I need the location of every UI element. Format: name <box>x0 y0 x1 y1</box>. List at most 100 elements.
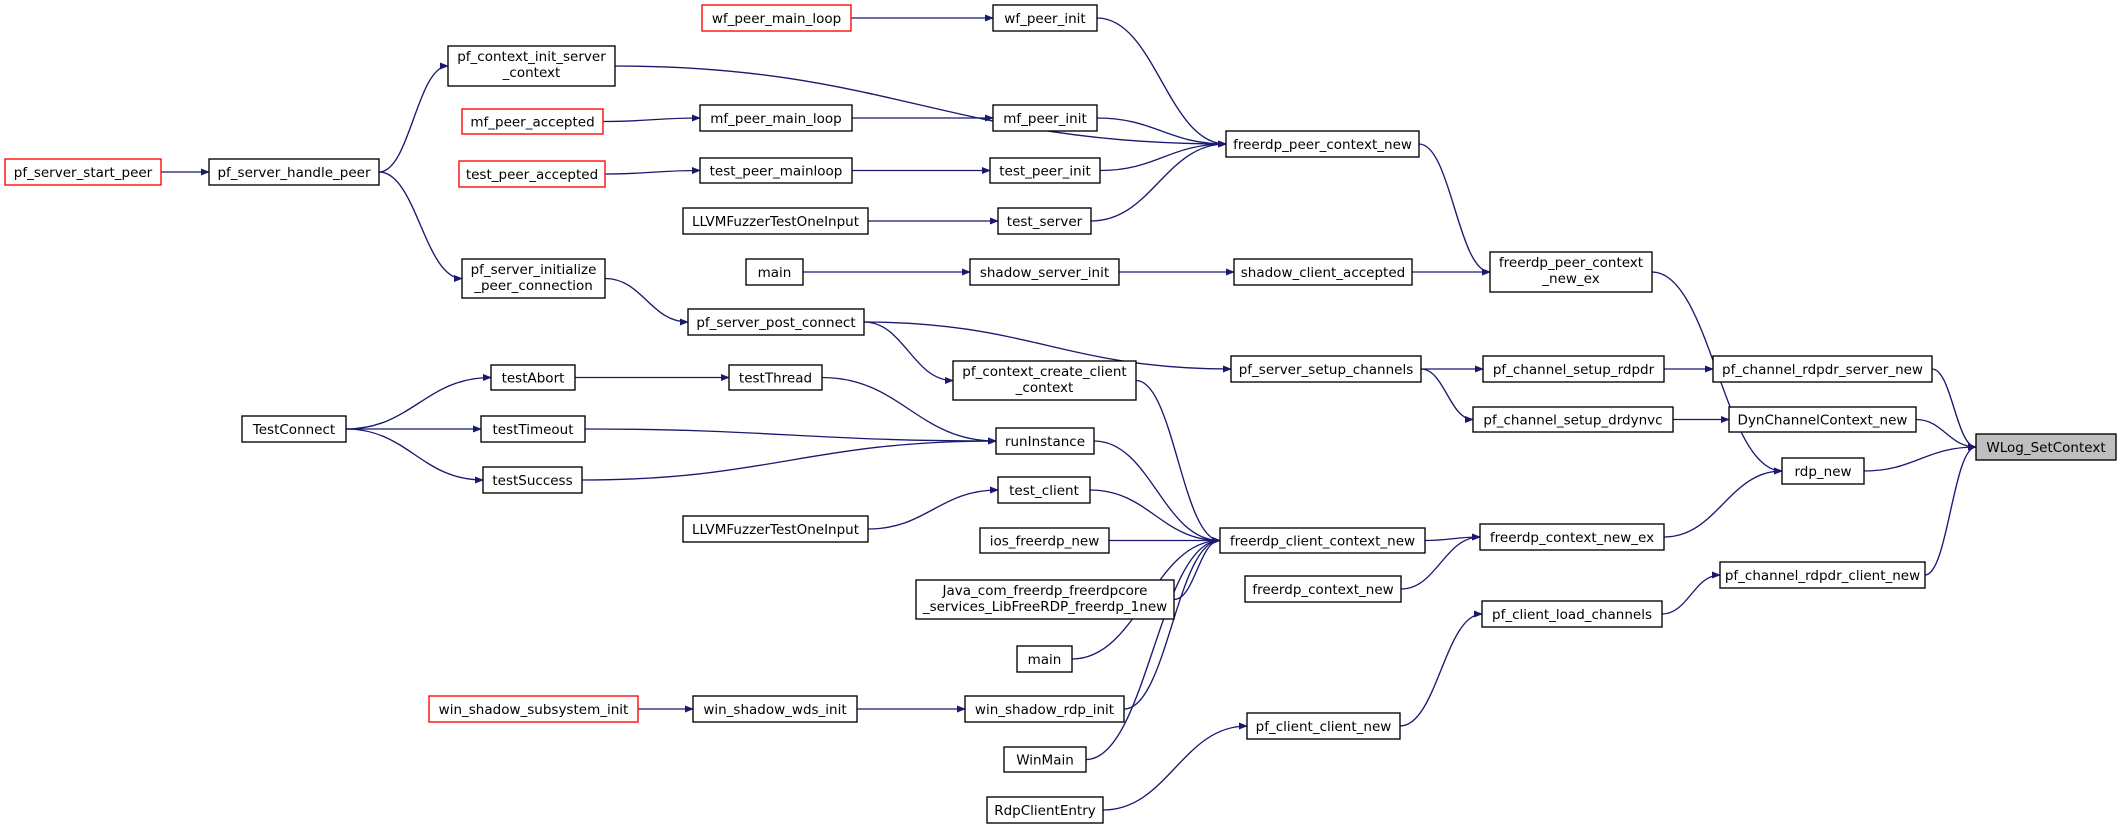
node-box <box>241 415 347 443</box>
node-tpinit[interactable]: test_peer_init <box>989 157 1101 184</box>
node-tconnect[interactable]: TestConnect <box>241 415 347 443</box>
node-label: testTimeout <box>492 422 573 438</box>
edge-runinst-to-clinew <box>1093 440 1221 545</box>
edge-wfinit-to-peernew <box>1096 17 1227 148</box>
node-ttimeout[interactable]: testTimeout <box>480 415 586 443</box>
edge-pfctxcli-to-clinew <box>1135 379 1221 545</box>
node-tpacc[interactable]: test_peer_accepted <box>458 160 606 188</box>
node-label: win_shadow_wds_init <box>703 702 846 718</box>
node-label: _peer_connection <box>473 278 593 294</box>
node-label: pf_server_handle_peer <box>217 165 370 181</box>
edge-loadch-to-rdpcli <box>1661 571 1721 615</box>
node-box <box>915 579 1175 620</box>
node-mfinit[interactable]: mf_peer_init <box>992 104 1098 132</box>
node-pfctxcli[interactable]: pf_context_create_client_context <box>952 360 1137 401</box>
node-box <box>1003 746 1087 773</box>
node-box <box>447 45 616 87</box>
node-tserver[interactable]: test_server <box>997 207 1092 235</box>
node-box <box>699 104 853 132</box>
node-rdpentry[interactable]: RdpClientEntry <box>986 796 1104 824</box>
node-box <box>997 207 1092 235</box>
node-label: freerdp_context_new_ex <box>1490 530 1654 546</box>
node-label: shadow_server_init <box>980 265 1109 281</box>
node-setdrdy[interactable]: pf_channel_setup_drdynvc <box>1472 406 1674 433</box>
node-box <box>1225 130 1420 158</box>
edge-ttimeout-to-runinst <box>584 428 997 445</box>
node-wfinit[interactable]: wf_peer_init <box>992 4 1098 32</box>
node-pfpost[interactable]: pf_server_post_connect <box>687 308 865 336</box>
node-label: mf_peer_main_loop <box>710 111 841 127</box>
node-mfloop[interactable]: mf_peer_main_loop <box>699 104 853 132</box>
node-label: LLVMFuzzerTestOneInput <box>692 214 859 230</box>
node-box <box>1482 355 1665 383</box>
node-rdpnew[interactable]: rdp_new <box>1781 457 1865 485</box>
node-wlog[interactable]: WLog_SetContext <box>1975 433 2117 461</box>
node-pfinitsrv[interactable]: pf_context_init_server_context <box>447 45 616 87</box>
node-label: DynChannelContext_new <box>1738 413 1908 429</box>
node-winmain[interactable]: WinMain <box>1003 746 1087 773</box>
node-shacc[interactable]: shadow_client_accepted <box>1233 258 1413 286</box>
node-box <box>995 427 1095 455</box>
node-srvsetch[interactable]: pf_server_setup_channels <box>1230 355 1422 383</box>
node-iosnew[interactable]: ios_freerdp_new <box>979 527 1110 554</box>
node-box <box>1728 406 1917 433</box>
node-label: LLVMFuzzerTestOneInput <box>692 522 859 538</box>
node-label: testSuccess <box>492 473 572 489</box>
node-ctxnew[interactable]: freerdp_context_new <box>1244 575 1402 603</box>
node-label: pf_server_setup_channels <box>1239 362 1414 378</box>
node-dynchan[interactable]: DynChannelContext_new <box>1728 406 1917 433</box>
node-ctxex[interactable]: freerdp_context_new_ex <box>1479 523 1665 551</box>
node-winsub[interactable]: win_shadow_subsystem_init <box>428 695 639 723</box>
node-llvm1[interactable]: LLVMFuzzerTestOneInput <box>682 207 869 235</box>
node-box <box>1472 406 1674 433</box>
node-java[interactable]: Java_com_freerdp_freerdpcore_services_Li… <box>915 579 1175 620</box>
edge-peernew-to-peerex <box>1418 143 1491 276</box>
node-rdpsrv[interactable]: pf_channel_rdpdr_server_new <box>1712 355 1933 383</box>
node-setrdpdr[interactable]: pf_channel_setup_rdpdr <box>1482 355 1665 383</box>
node-label: ios_freerdp_new <box>990 534 1100 550</box>
node-peerex[interactable]: freerdp_peer_context_new_ex <box>1489 251 1653 293</box>
node-box <box>989 157 1101 184</box>
node-tploop[interactable]: test_peer_mainloop <box>699 157 853 184</box>
node-main1[interactable]: main <box>745 258 804 286</box>
node-winwds[interactable]: win_shadow_wds_init <box>692 695 858 723</box>
node-llvm2[interactable]: LLVMFuzzerTestOneInput <box>682 515 869 543</box>
node-shinit[interactable]: shadow_server_init <box>969 258 1120 286</box>
node-runinst[interactable]: runInstance <box>995 427 1095 455</box>
edge-rdpsrv-to-wlog <box>1931 368 1977 451</box>
node-label: pf_server_start_peer <box>14 165 153 181</box>
node-box <box>1489 251 1653 293</box>
edge-pfsrvinit-to-pfpost <box>604 277 689 326</box>
edge-pfpost-to-pfctxcli <box>863 321 954 385</box>
node-winrdp[interactable]: win_shadow_rdp_init <box>964 695 1125 723</box>
edge-pfhandle-to-pfinitsrv <box>378 62 449 173</box>
node-peernew[interactable]: freerdp_peer_context_new <box>1225 130 1420 158</box>
node-tsuccess[interactable]: testSuccess <box>482 466 583 494</box>
edge-tconnect-to-tsuccess <box>345 428 484 484</box>
node-clinew[interactable]: freerdp_client_context_new <box>1219 527 1426 554</box>
node-label: main <box>1028 652 1062 668</box>
call-edges <box>160 14 1977 811</box>
node-label: wf_peer_main_loop <box>712 11 841 27</box>
function-nodes: WLog_SetContext pf_channel_rdpdr_server_n… <box>4 4 2117 824</box>
node-pfclinew[interactable]: pf_client_client_new <box>1246 712 1401 740</box>
node-tabort[interactable]: testAbort <box>490 364 576 391</box>
node-wfloop[interactable]: wf_peer_main_loop <box>701 4 852 32</box>
edge-tsuccess-to-runinst <box>581 437 997 481</box>
node-box <box>699 157 853 184</box>
edge-winmain-to-clinew <box>1085 536 1221 761</box>
node-tclient[interactable]: test_client <box>997 476 1091 504</box>
node-pfstart[interactable]: pf_server_start_peer <box>4 158 162 186</box>
node-box <box>1233 258 1413 286</box>
node-pfhandle[interactable]: pf_server_handle_peer <box>208 158 380 186</box>
node-rdpcli[interactable]: pf_channel_rdpdr_client_new <box>1719 561 1926 589</box>
node-loadch[interactable]: pf_client_load_channels <box>1481 600 1663 628</box>
node-label: main <box>758 265 792 281</box>
node-label: test_client <box>1009 483 1079 499</box>
node-pfsrvinit[interactable]: pf_server_initialize_peer_connection <box>461 258 606 299</box>
edge-ctxnew-to-ctxex <box>1400 533 1481 590</box>
node-mfacc[interactable]: mf_peer_accepted <box>461 108 604 135</box>
node-main2[interactable]: main <box>1016 645 1073 673</box>
node-tthread[interactable]: testThread <box>728 364 823 391</box>
edge-tclient-to-clinew <box>1089 489 1221 545</box>
